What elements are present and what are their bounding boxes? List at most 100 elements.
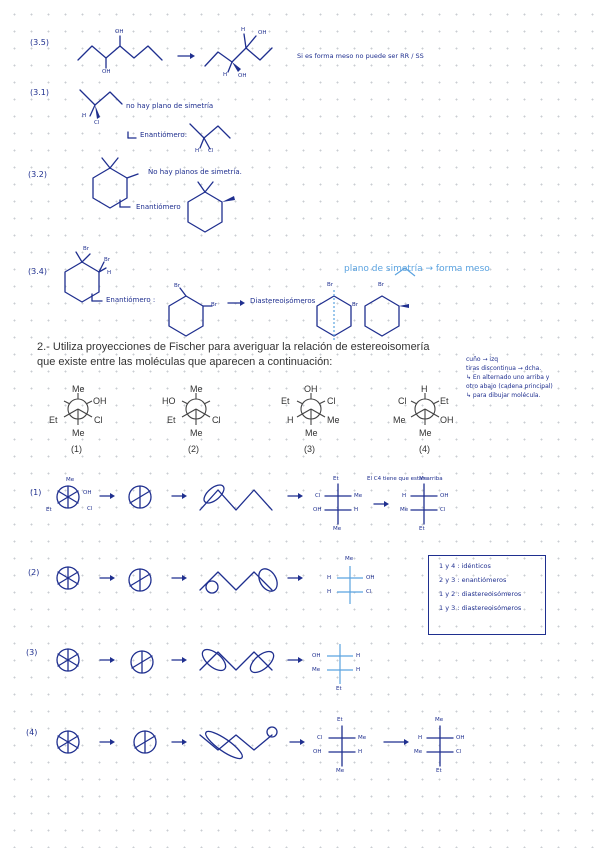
row-2-label: (2) (28, 568, 40, 577)
atom-oh: OH (115, 29, 124, 35)
atom-br: Br (211, 302, 218, 308)
atom-oh: OH (312, 653, 321, 659)
atom-h: H (223, 72, 228, 78)
side-note: ↳ para dibujar molécula. (466, 392, 541, 399)
row-4-label: (4) (26, 728, 38, 737)
atom-cl: Cl (87, 506, 93, 512)
atom-br: Br (327, 282, 334, 288)
atom-et: Et (419, 526, 425, 532)
newman-2-back-left: HO (162, 396, 176, 406)
atom-cl: Cl (208, 148, 214, 154)
atom-me: Me (419, 476, 428, 482)
atom-oh: OH (313, 749, 322, 755)
newman-1-top: Me (72, 384, 85, 394)
atom-cl: Cl (366, 589, 372, 595)
atom-br: Br (174, 283, 181, 289)
atom-h: H (327, 589, 332, 595)
summary-item: 1 y 4 : idénticos (439, 562, 491, 570)
problem-label-3-5: (3.5) (30, 38, 49, 47)
side-note: ↳ En alternado uno arriba y (466, 374, 550, 381)
atom-me: Me (312, 667, 321, 673)
atom-h: H (356, 653, 361, 659)
atom-me: Me (354, 493, 363, 499)
atom-h: H (402, 493, 407, 499)
atom-et: Et (436, 768, 442, 774)
atom-cl: Cl (317, 735, 323, 741)
note-3-5: Si es forma meso no puede ser RR / SS (297, 52, 424, 60)
summary-item: 1 y 3 : diastereoisómeros (439, 604, 522, 612)
side-note: cuño → izq (466, 356, 499, 363)
newman-2-id: (2) (188, 444, 199, 454)
note-3-2b: Enantiómero (136, 203, 181, 211)
newman-4-front-left: Me (393, 415, 406, 425)
problem-label-3-4: (3.4) (28, 267, 47, 276)
atom-oh: OH (102, 69, 111, 75)
atom-br: Br (378, 282, 385, 288)
problem-label-3-2: (3.2) (28, 170, 47, 179)
atom-h: H (356, 667, 361, 673)
note-3-4b: Diastereoisómeros (250, 297, 316, 305)
atom-oh: OH (258, 30, 267, 36)
atom-et: Et (333, 476, 339, 482)
summary-box: 1 y 4 : idénticos 2 y 3 : enantiómeros 1… (428, 555, 546, 635)
note-3-4a: Enantiómero : (106, 296, 156, 304)
atom-et: Et (46, 507, 52, 513)
atom-oh: OH (238, 73, 247, 79)
atom-me: Me (66, 477, 75, 483)
newman-3-bottom: Me (305, 428, 318, 438)
atom-me: Me (333, 526, 342, 532)
row-1-label: (1) (30, 488, 42, 497)
atom-me: Me (400, 507, 409, 513)
row-1-note: El C4 tiene que estar arriba (367, 476, 443, 482)
newman-4-front-right: OH (440, 415, 454, 425)
atom-me: Me (435, 717, 444, 723)
atom-br: Br (104, 257, 111, 263)
atom-h: H (195, 148, 200, 154)
newman-2-front-left: Et (167, 415, 176, 425)
newman-1-back-right: OH (93, 396, 107, 406)
newman-1-front-left: Et (49, 415, 58, 425)
atom-h: H (327, 575, 332, 581)
note-3-4c: plano de simetría → forma meso (344, 264, 490, 274)
atom-h: H (358, 749, 363, 755)
newman-3-back-left: Et (281, 396, 290, 406)
question-2-text: 2.- Utiliza proyecciones de Fischer para… (37, 341, 430, 368)
atom-me: Me (358, 735, 367, 741)
note-3-1b: Enantiómero: (140, 131, 188, 139)
atom-br: Br (352, 302, 359, 308)
row-3-label: (3) (26, 648, 38, 657)
summary-item: 1 y 2 : diastereoisómeros (439, 590, 522, 598)
atom-me: Me (414, 749, 423, 755)
newman-2-front-right: Cl (212, 415, 221, 425)
note-3-2a: No hay planos de simetría. (148, 168, 242, 176)
side-note: tiras discontinua → dcha. (466, 365, 542, 372)
atom-h: H (354, 507, 359, 513)
side-notes: cuño → izq tiras discontinua → dcha. ↳ E… (466, 355, 553, 400)
newman-4-id: (4) (419, 444, 430, 454)
atom-h: H (241, 27, 246, 33)
newman-4-back-left: Cl (398, 396, 407, 406)
newman-3-id: (3) (304, 444, 315, 454)
atom-h: H (82, 113, 87, 119)
newman-3-top: OH (304, 384, 318, 394)
atom-oh: OH (440, 493, 449, 499)
atom-oh: OH (456, 735, 465, 741)
side-note: otro abajo (cadena principal) (466, 383, 553, 390)
atom-h: H (418, 735, 423, 741)
atom-oh: OH (313, 507, 322, 513)
atom-cl: Cl (456, 749, 462, 755)
atom-br: Br (83, 246, 90, 252)
summary-item: 2 y 3 : enantiómeros (439, 576, 507, 584)
atom-et: Et (337, 717, 343, 723)
newman-3-back-right: Cl (327, 396, 336, 406)
newman-1-front-right: Cl (94, 415, 103, 425)
newman-1-id: (1) (71, 444, 82, 454)
problem-label-3-1: (3.1) (30, 88, 49, 97)
atom-oh: OH (366, 575, 375, 581)
atom-cl: Cl (440, 507, 446, 513)
